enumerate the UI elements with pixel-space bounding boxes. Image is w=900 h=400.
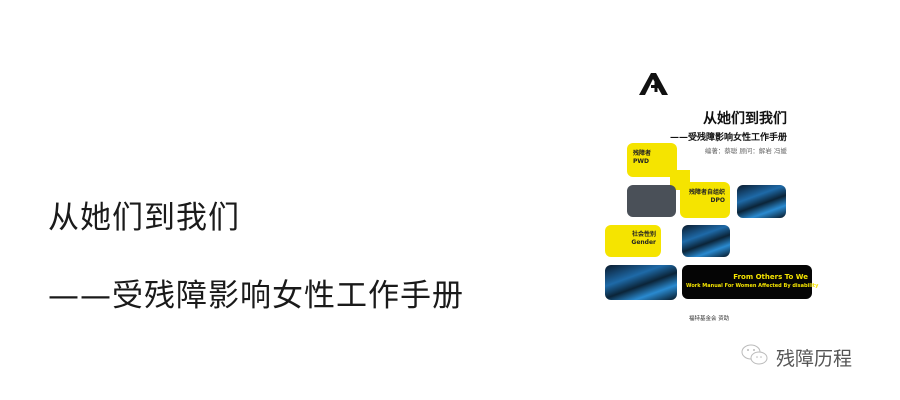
- watermark: 残障历程: [740, 343, 852, 371]
- banner-line1: From Others To We: [733, 273, 808, 281]
- slide-title: 从她们到我们: [48, 200, 240, 236]
- english-title-banner: From Others To We Work Manual For Women …: [682, 265, 819, 299]
- cover-title: 从她们到我们: [703, 111, 787, 127]
- logo-icon: [637, 72, 671, 96]
- pwd-en: PWD: [633, 158, 649, 165]
- dpo-cn: 残障者自组织: [688, 189, 725, 196]
- photo-block: [605, 265, 677, 300]
- book-cover: 从她们到我们 ——受残障影响女性工作手册 编著：蔡聪 顾问：解岩 冯媛 残障者 …: [600, 60, 820, 330]
- wechat-icon: [740, 343, 770, 371]
- pwd-block: 残障者 PWD: [627, 143, 677, 177]
- dpo-block: 残障者自组织 DPO: [680, 182, 730, 218]
- slide-subtitle: ——受残障影响女性工作手册: [48, 278, 464, 314]
- watermark-label: 残障历程: [776, 347, 853, 370]
- cover-credits: 编著：蔡聪 顾问：解岩 冯媛: [704, 147, 787, 155]
- gender-block: 社会性别 Gender: [605, 225, 661, 257]
- photo-block: [682, 225, 730, 257]
- gray-block: [627, 185, 676, 217]
- gender-cn: 社会性别: [631, 231, 656, 238]
- gender-en: Gender: [631, 239, 656, 246]
- banner-line2: Work Manual For Women Affected By disabi…: [686, 283, 819, 289]
- photo-block: [737, 185, 786, 218]
- pwd-cn: 残障者: [633, 150, 652, 157]
- cover-subtitle: ——受残障影响女性工作手册: [669, 133, 787, 143]
- dpo-en: DPO: [710, 197, 725, 204]
- sponsor: 福特基金会 资助: [689, 316, 730, 322]
